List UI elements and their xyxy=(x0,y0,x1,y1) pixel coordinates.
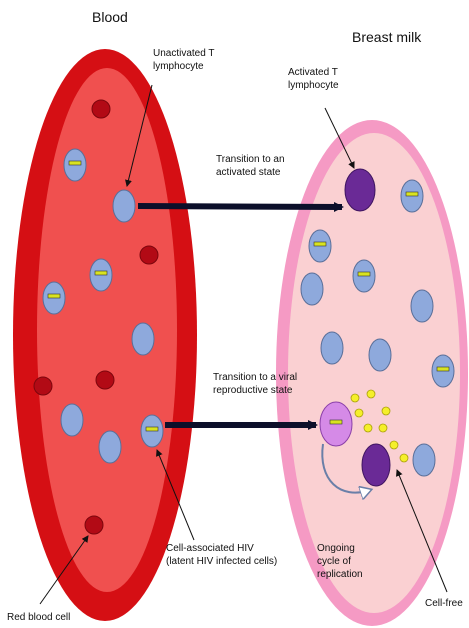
hiv-provirus-marker xyxy=(358,272,370,276)
hiv-provirus-marker xyxy=(330,420,342,424)
hiv-provirus-marker xyxy=(95,271,107,275)
t-cell xyxy=(321,332,343,364)
activation-arrow xyxy=(138,206,342,207)
transition-viral-label: Transition to a viral reproductive state xyxy=(213,371,297,397)
virion xyxy=(364,424,372,432)
breast-milk-title: Breast milk xyxy=(352,29,421,45)
virion xyxy=(400,454,408,462)
hiv-provirus-marker xyxy=(314,242,326,246)
transition-activated-label: Transition to an activated state xyxy=(216,153,285,179)
t-cell xyxy=(411,290,433,322)
cell-associated-label: Cell-associated HIV (latent HIV infected… xyxy=(166,542,277,568)
activated-t-cell xyxy=(345,169,375,211)
blood-title: Blood xyxy=(92,9,128,25)
activated-t-label: Activated T lymphocyte xyxy=(288,66,339,92)
t-cell xyxy=(61,404,83,436)
red-blood-cell xyxy=(96,371,114,389)
red-blood-cell xyxy=(92,100,110,118)
unactivated-t-label: Unactivated T lymphocyte xyxy=(153,47,215,73)
ongoing-cycle-label: Ongoing cycle of replication xyxy=(317,542,363,581)
t-cell xyxy=(99,431,121,463)
t-cell xyxy=(132,323,154,355)
hiv-provirus-marker xyxy=(437,367,449,371)
virion xyxy=(382,407,390,415)
t-cell xyxy=(301,273,323,305)
hiv-provirus-marker xyxy=(69,161,81,165)
red-blood-cell-label: Red blood cell xyxy=(7,611,70,624)
virion xyxy=(390,441,398,449)
red-blood-cell xyxy=(34,377,52,395)
cell-free-label: Cell-free xyxy=(425,597,463,610)
virion xyxy=(367,390,375,398)
hiv-provirus-marker xyxy=(48,294,60,298)
red-blood-cell xyxy=(140,246,158,264)
unactivated-t-cell xyxy=(113,190,135,222)
t-cell xyxy=(413,444,435,476)
virion xyxy=(355,409,363,417)
hiv-provirus-marker xyxy=(146,427,158,431)
hiv-provirus-marker xyxy=(406,192,418,196)
blood-inner-region xyxy=(37,68,177,592)
replicating-cell xyxy=(362,444,390,486)
t-cell xyxy=(369,339,391,371)
virion xyxy=(351,394,359,402)
virion xyxy=(379,424,387,432)
red-blood-cell xyxy=(85,516,103,534)
